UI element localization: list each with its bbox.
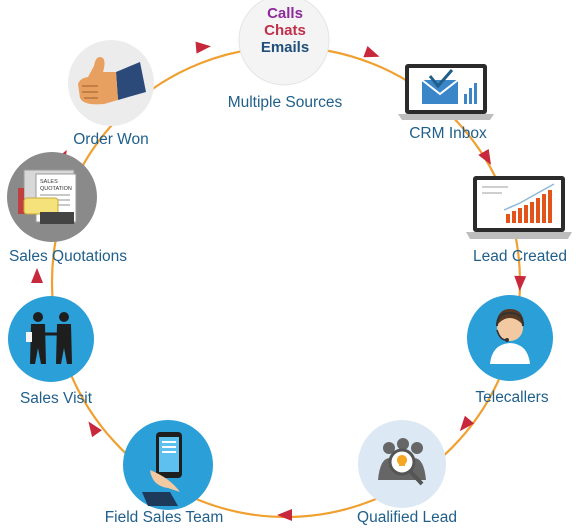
qualified-lead-icon [358, 420, 446, 508]
flow-arrow [478, 148, 491, 165]
quotation-sheet-line1: SALES [40, 179, 58, 185]
thumbs-up-icon [68, 40, 154, 126]
stage-label-multiple-sources: Multiple Sources [228, 94, 343, 111]
stage-label-lead-created: Lead Created [473, 248, 567, 265]
crm-inbox-icon [398, 64, 494, 120]
stage-qualified-lead: Qualified Lead [357, 420, 457, 526]
stage-label-field-sales-team: Field Sales Team [105, 509, 224, 526]
lead-chart-icon [466, 176, 572, 239]
flow-arrow [514, 275, 527, 291]
stage-label-order-won: Order Won [73, 131, 149, 148]
stage-sales-quotations: SALES QUOTATION Sales Quotations [7, 152, 127, 265]
stage-order-won: Order Won [68, 40, 154, 148]
quotation-sheet-line2: QUOTATION [40, 186, 72, 192]
stage-label-sales-quotations: Sales Quotations [9, 248, 127, 265]
stage-field-sales-team: Field Sales Team [105, 420, 224, 526]
handshake-icon [8, 296, 94, 382]
stage-label-crm-inbox: CRM Inbox [409, 125, 487, 142]
stage-multiple-sources: Calls Chats Emails Multiple Sources [228, 0, 343, 111]
flow-arrow [459, 415, 475, 432]
flow-arrow [363, 45, 380, 58]
field-sales-phone-icon [123, 420, 213, 510]
telecaller-icon [467, 295, 553, 381]
multiple-sources-icon [238, 0, 330, 86]
stage-crm-inbox: CRM Inbox [398, 64, 494, 142]
source-calls: Calls [267, 5, 303, 22]
flow-arrow [195, 41, 211, 54]
source-chats: Chats [264, 22, 306, 39]
flow-arrow [277, 509, 292, 521]
stage-label-telecallers: Telecallers [475, 389, 548, 406]
stage-lead-created: Lead Created [466, 176, 572, 265]
source-emails: Emails [261, 39, 309, 56]
flow-arrow [88, 421, 102, 438]
stage-sales-visit: Sales Visit [8, 296, 94, 407]
stage-label-sales-visit: Sales Visit [20, 390, 93, 407]
stage-telecallers: Telecallers [467, 295, 553, 406]
flow-arrow [31, 268, 43, 283]
stage-label-qualified-lead: Qualified Lead [357, 509, 457, 526]
sales-quotation-icon: SALES QUOTATION [7, 152, 97, 242]
